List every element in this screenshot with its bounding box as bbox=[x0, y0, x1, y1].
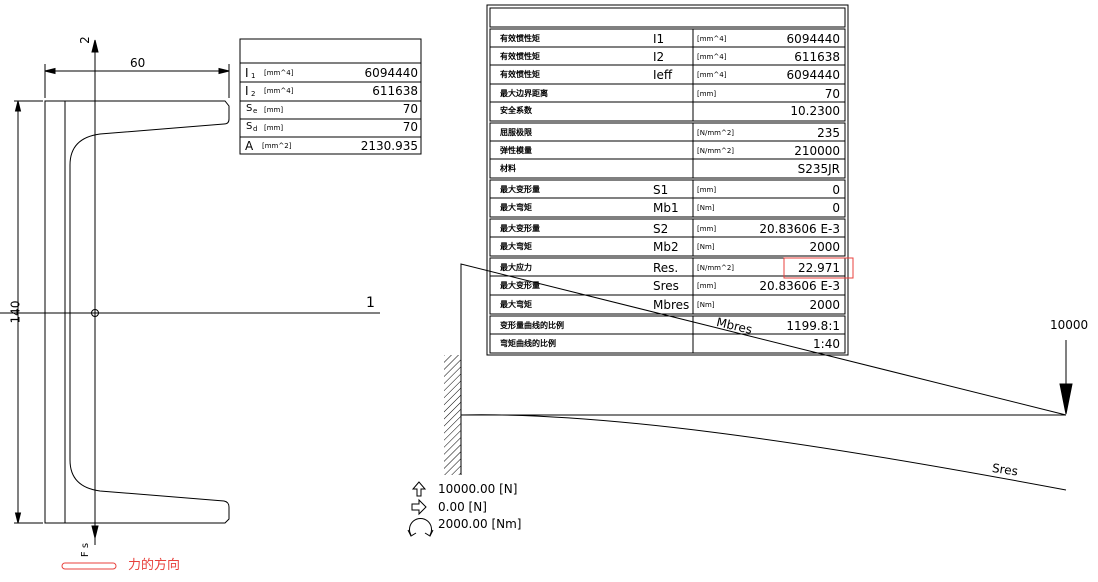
reaction-icons bbox=[407, 481, 434, 537]
results-value: 611638 bbox=[794, 50, 840, 64]
results-label: 安全系数 bbox=[500, 106, 532, 115]
force-direction-label: 力的方向 bbox=[128, 558, 181, 573]
axis-2-label: 2 bbox=[77, 36, 92, 44]
results-value: S235JR bbox=[797, 162, 840, 176]
horizontal-reaction-value: 0.00 [N] bbox=[438, 500, 487, 514]
results-symbol: I2 bbox=[653, 50, 665, 64]
results-value: 0 bbox=[832, 201, 840, 215]
results-unit: [mm^4] bbox=[697, 71, 727, 79]
results-unit: [Nm] bbox=[697, 243, 715, 251]
section-value: 6094440 bbox=[364, 66, 418, 80]
results-unit: [N/mm^2] bbox=[697, 147, 735, 155]
results-label: 弯矩曲线的比例 bbox=[500, 339, 556, 348]
results-value: 0 bbox=[832, 183, 840, 197]
results-unit: [mm] bbox=[697, 282, 717, 290]
axis-1-label: 1 bbox=[366, 295, 375, 311]
channel-section-profile bbox=[44, 100, 230, 524]
section-value: 2130.935 bbox=[360, 139, 418, 153]
results-symbol: I1 bbox=[653, 32, 665, 46]
results-unit: [N/mm^2] bbox=[697, 264, 735, 272]
results-symbol: Mbres bbox=[653, 298, 690, 312]
section-sub: d bbox=[253, 125, 258, 133]
force-direction-marker bbox=[61, 562, 117, 570]
width-dimension-label: 60 bbox=[130, 56, 146, 70]
section-axes bbox=[0, 39, 380, 545]
section-unit: [mm] bbox=[264, 106, 284, 114]
section-table-frame bbox=[239, 38, 422, 155]
results-value: 2000 bbox=[809, 240, 840, 254]
results-label: 有效惯性矩 bbox=[500, 70, 540, 79]
results-symbol: Res. bbox=[653, 261, 679, 275]
section-value: 70 bbox=[402, 102, 418, 116]
results-symbol: S2 bbox=[653, 222, 669, 236]
results-label: 屈服极限 bbox=[500, 128, 532, 137]
section-sym: A bbox=[245, 139, 254, 153]
results-label: 最大弯矩 bbox=[500, 242, 532, 251]
section-sym: S bbox=[246, 121, 253, 132]
results-value: 2000 bbox=[809, 298, 840, 312]
sres-curve-label: Sres bbox=[991, 461, 1019, 479]
results-value: 20.83606 E-3 bbox=[759, 279, 840, 293]
results-symbol: Ieff bbox=[653, 68, 673, 82]
results-unit: [mm] bbox=[697, 186, 717, 194]
section-sub: e bbox=[253, 107, 258, 115]
results-table-frame bbox=[486, 4, 849, 356]
section-unit: [mm] bbox=[264, 124, 284, 132]
section-sym: S bbox=[246, 103, 253, 114]
results-label: 弹性模量 bbox=[500, 146, 532, 155]
height-dimension-label: 140 bbox=[8, 300, 23, 324]
highlight-box bbox=[783, 257, 854, 279]
results-label: 最大变形量 bbox=[500, 224, 540, 233]
results-value: 10.2300 bbox=[790, 104, 840, 118]
section-unit: [mm^4] bbox=[264, 87, 294, 95]
section-sub: 2 bbox=[251, 90, 256, 98]
results-symbol: Mb1 bbox=[653, 201, 679, 215]
results-unit: [mm] bbox=[697, 225, 717, 233]
results-symbol: Sres bbox=[653, 279, 679, 293]
results-label: 最大弯矩 bbox=[500, 203, 532, 212]
results-value: 210000 bbox=[794, 144, 840, 158]
results-symbol: Mb2 bbox=[653, 240, 679, 254]
moment-reaction-value: 2000.00 [Nm] bbox=[438, 517, 522, 531]
results-unit: [N/mm^2] bbox=[697, 129, 735, 137]
results-value: 6094440 bbox=[786, 32, 840, 46]
results-unit: [mm] bbox=[697, 90, 717, 98]
dimension-lines bbox=[14, 64, 230, 524]
beam-diagram bbox=[444, 263, 1073, 491]
results-label: 有效惯性矩 bbox=[500, 52, 540, 61]
results-label: 材料 bbox=[500, 164, 516, 173]
section-sym: I bbox=[245, 84, 249, 98]
results-value: 70 bbox=[824, 87, 840, 101]
vertical-reaction-value: 10000.00 [N] bbox=[438, 482, 518, 496]
results-value: 235 bbox=[817, 126, 840, 140]
load-value-label: 10000 bbox=[1050, 318, 1089, 332]
results-value: 1199.8:1 bbox=[786, 319, 840, 333]
results-label: 有效惯性矩 bbox=[500, 34, 540, 43]
results-value: 22.971 bbox=[798, 261, 840, 275]
force-axis-label: F s bbox=[80, 542, 92, 558]
section-value: 611638 bbox=[372, 84, 418, 98]
results-value: 6094440 bbox=[786, 68, 840, 82]
results-label: 最大应力 bbox=[500, 263, 532, 272]
results-label: 最大变形量 bbox=[500, 281, 540, 290]
results-unit: [Nm] bbox=[697, 204, 715, 212]
results-unit: [mm^4] bbox=[697, 53, 727, 61]
results-label: 最大变形量 bbox=[500, 185, 540, 194]
results-value: 20.83606 E-3 bbox=[759, 222, 840, 236]
section-unit: [mm^2] bbox=[262, 142, 292, 150]
results-label: 变形量曲线的比例 bbox=[500, 321, 564, 330]
results-label: 最大弯矩 bbox=[500, 300, 532, 309]
section-sub: 1 bbox=[251, 72, 256, 80]
results-symbol: S1 bbox=[653, 183, 669, 197]
results-value: 1:40 bbox=[813, 337, 840, 351]
section-sym: I bbox=[245, 66, 249, 80]
results-unit: [mm^4] bbox=[697, 35, 727, 43]
section-value: 70 bbox=[402, 120, 418, 134]
results-unit: [Nm] bbox=[697, 301, 715, 309]
results-label: 最大边界距离 bbox=[500, 89, 548, 98]
section-unit: [mm^4] bbox=[264, 69, 294, 77]
